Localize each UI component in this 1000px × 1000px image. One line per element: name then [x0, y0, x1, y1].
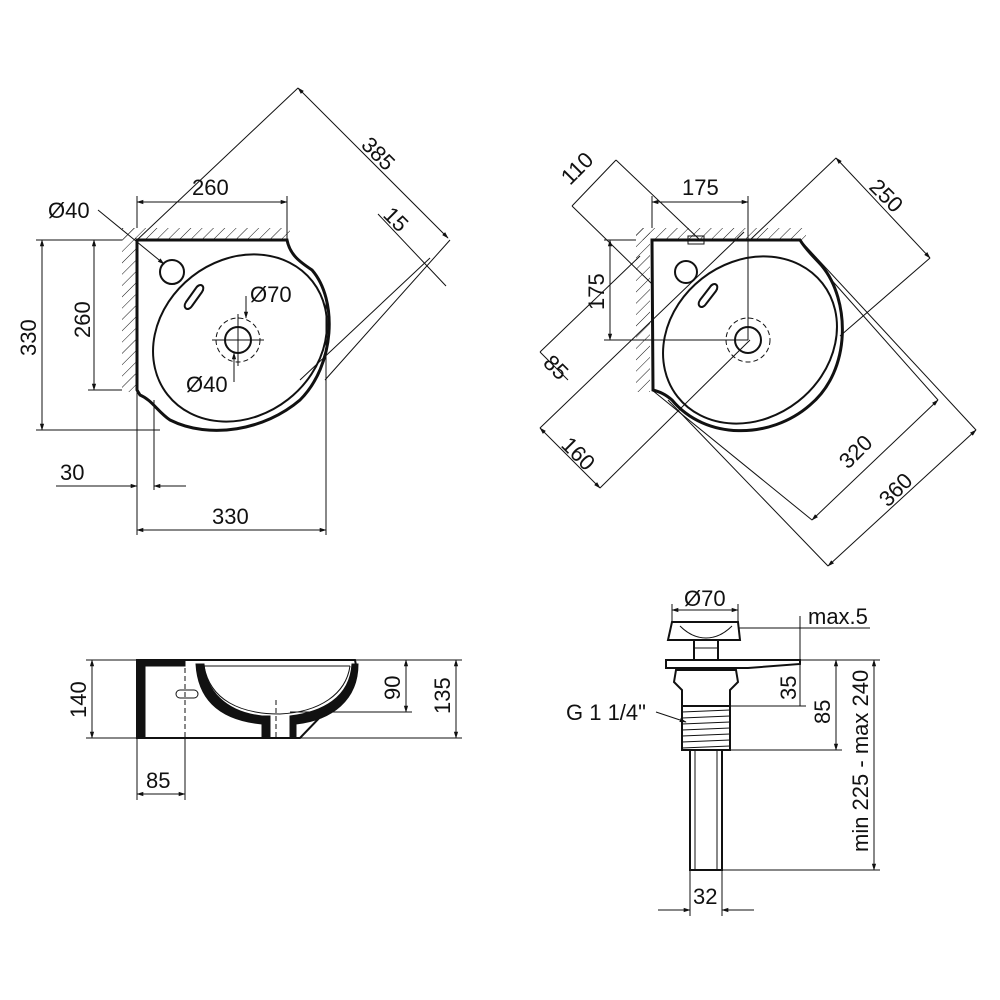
ext-line: [324, 239, 451, 381]
drain-cap-curve: [679, 625, 733, 639]
dim-line-15: [377, 213, 447, 287]
dim-330-left: 330: [16, 319, 41, 356]
overflow-opening: [175, 689, 199, 699]
thread-lines: [681, 709, 731, 749]
dim-15: 15: [378, 202, 413, 237]
dim-range: min 225 - max 240: [848, 670, 873, 852]
tap-hole: [159, 259, 185, 285]
dim-d40-tap: Ø40: [48, 198, 90, 223]
ext-line: [839, 257, 931, 337]
dim-30: 30: [60, 460, 84, 485]
dim-175-left: 175: [584, 273, 609, 310]
ext-line: [749, 157, 837, 241]
dim-385: 385: [356, 132, 400, 176]
top-view: 260 385 15 Ø40 Ø70 Ø40 330 260 30: [16, 87, 451, 535]
overflow-slot-2: [697, 283, 719, 308]
leader-thread: [655, 711, 687, 723]
dim-135: 135: [430, 677, 455, 714]
dim-32: 32: [693, 884, 717, 909]
dim-360: 360: [874, 468, 918, 512]
dim-35: 35: [776, 676, 801, 700]
dim-d70-drain: Ø70: [684, 586, 726, 611]
tap-hole-2: [674, 260, 698, 284]
leader-tap: [97, 209, 165, 265]
dim-140: 140: [66, 681, 91, 718]
ext-line: [667, 399, 829, 567]
dim-85-drain: 85: [810, 700, 835, 724]
ext-line: [599, 339, 751, 489]
wall-hatch-left-2: [636, 228, 650, 392]
dim-line-360: [827, 429, 977, 567]
inner-bowl-curve: [203, 665, 351, 715]
ext-line: [539, 231, 745, 429]
drain-cap: [666, 621, 742, 641]
dim-330-bottom: 330: [212, 504, 249, 529]
dim-160: 160: [556, 432, 600, 476]
ext-line: [827, 275, 939, 401]
drain-pipe: [689, 749, 723, 871]
ext-line: [299, 257, 431, 381]
dim-line-85: [539, 351, 569, 381]
basin-bowl-2: [662, 255, 838, 425]
rotated-view: 175 110 250 175 85 160 320 360: [538, 147, 977, 567]
section-left-wall: [136, 659, 146, 739]
side-outline: [136, 659, 358, 739]
section-top-cap: [136, 659, 186, 667]
drain-body: [672, 669, 740, 707]
dim-260-top: 260: [192, 175, 229, 200]
section-drain-neck: [261, 715, 271, 739]
dim-line-110: [571, 159, 617, 207]
basin-outline-2: [650, 238, 844, 433]
dim-d40-drain: Ø40: [186, 372, 228, 397]
wall-hatch-top: [122, 228, 290, 240]
basin-bowl: [152, 253, 328, 423]
overflow-slot: [183, 284, 205, 310]
ext-line: [799, 239, 977, 431]
wall-hatch-top-2: [636, 228, 806, 240]
dim-max5: max.5: [808, 604, 868, 629]
dim-260-left: 260: [70, 301, 95, 338]
dim-110: 110: [556, 147, 598, 189]
drain-flange: [665, 659, 801, 669]
dim-320: 320: [834, 430, 878, 474]
basin-outline: [135, 238, 331, 432]
wall-hatch-left: [122, 228, 136, 392]
dim-90: 90: [380, 676, 405, 700]
dim-175-top: 175: [682, 175, 719, 200]
dim-250: 250: [864, 174, 908, 218]
ext-line: [539, 255, 641, 353]
ext-line: [136, 87, 299, 241]
drain-view: Ø70 max.5 35 85 min 225 - max 240 G 1 1/…: [566, 586, 880, 916]
dim-line-250: [835, 157, 931, 259]
drain-stem: [693, 639, 719, 661]
section-bowl-right: [289, 663, 359, 739]
dim-thread: G 1 1/4": [566, 700, 646, 725]
side-view: 140 90 135 85: [66, 659, 462, 800]
dim-line-160: [539, 427, 601, 489]
dim-85-side: 85: [146, 768, 170, 793]
dim-d70: Ø70: [250, 282, 292, 307]
dim-line-385: [297, 87, 449, 239]
dim-line-320: [811, 399, 939, 521]
ext-line: [615, 159, 701, 241]
